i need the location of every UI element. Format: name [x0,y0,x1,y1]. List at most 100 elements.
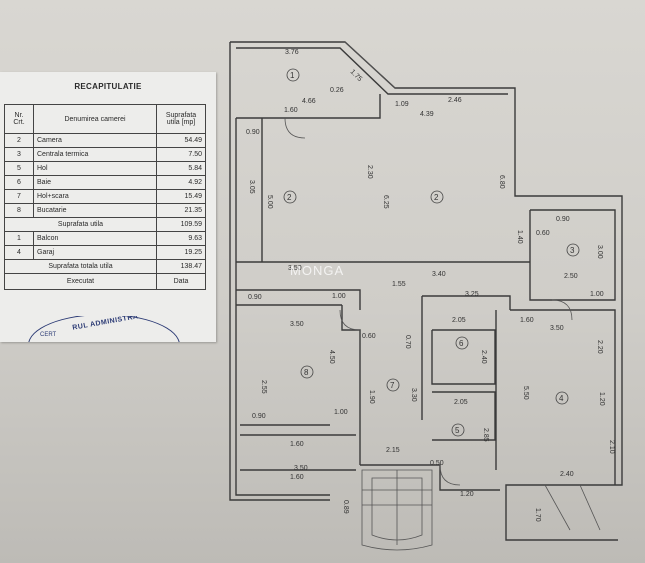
col-header-nr: Nr. Crt. [4,104,34,134]
room-number: 1 [290,71,295,80]
table-row: 8 Bucatarie 21.35 [4,203,206,218]
room-number: 2 [434,193,439,202]
table-row: 1 Balcon 9.63 [4,231,206,246]
dimension-label: 1.40 [516,230,523,244]
row-area: 19.25 [156,245,206,260]
table-row: 5 Hol 5.84 [4,161,206,176]
dimension-label: 1.60 [290,474,304,481]
total-area-row: Suprafata totala utila 138.47 [4,259,206,274]
room-number: 3 [570,246,575,255]
useful-area-label: Suprafata utila [4,217,157,232]
row-area: 5.84 [156,161,206,176]
executed-row: Executat Data [4,273,206,290]
table-row: 4 Garaj 19.25 [4,245,206,260]
dimension-label: 1.00 [590,291,604,298]
dimension-label: 2.55 [260,380,267,394]
dimension-label: 3.30 [410,388,417,402]
table-row: 2 Camera 54.49 [4,133,206,148]
row-area: 4.92 [156,175,206,190]
dimension-label: 3.00 [596,245,603,259]
dimension-label: 5.50 [522,386,529,400]
dimension-label: 3.50 [294,465,308,472]
recap-table: Nr. Crt. Denumirea camerei Suprafata uti… [4,104,206,290]
table-row: 3 Centrala termica 7.50 [4,147,206,162]
dimension-label: 3.76 [285,49,299,56]
dimension-label: 1.55 [392,281,406,288]
table-row: 6 Baie 4.92 [4,175,206,190]
row-room: Baie [33,175,157,190]
row-nr: 4 [4,245,34,260]
row-nr: 1 [4,231,34,246]
dimension-label: 3.05 [248,180,255,194]
row-room: Garaj [33,245,157,260]
useful-area-row: Suprafata utila 109.59 [4,217,206,232]
dimension-label: 1.60 [284,107,298,114]
row-area: 21.35 [156,203,206,218]
table-header-row: Nr. Crt. Denumirea camerei Suprafata uti… [4,104,206,134]
dimension-label: 3.50 [290,321,304,328]
date-label: Data [156,273,206,290]
row-nr: 7 [4,189,34,204]
dimension-label: 4.66 [302,98,316,105]
watermark: MONGA [290,263,345,278]
dimension-label: 2.05 [454,399,468,406]
dimension-label: 2.40 [480,350,487,364]
dimension-label: 2.20 [596,340,603,354]
room-number: 4 [559,394,564,403]
row-area: 7.50 [156,147,206,162]
dimension-label: 0.50 [430,460,444,467]
row-area: 15.49 [156,189,206,204]
row-room: Centrala termica [33,147,157,162]
row-area: 54.49 [156,133,206,148]
dimension-label: 1.60 [520,317,534,324]
table-row: 7 Hol+scara 15.49 [4,189,206,204]
dimension-label: 1.20 [460,491,474,498]
row-room: Hol [33,161,157,176]
dimension-label: 1.00 [334,409,348,416]
dimension-label: 0.90 [252,413,266,420]
dimension-label: 1.70 [534,508,541,522]
dimension-label: 3.50 [550,325,564,332]
row-area: 9.63 [156,231,206,246]
recap-title: RECAPITULATIE [74,82,142,91]
row-room: Bucatarie [33,203,157,218]
dimension-label: 0.90 [556,216,570,223]
dimension-label: 4.50 [328,350,335,364]
col-header-room: Denumirea camerei [33,104,157,134]
dimension-label: 6.25 [382,195,389,209]
col-header-area: Suprafata utila [mp] [156,104,206,134]
row-room: Camera [33,133,157,148]
room-number: 5 [455,426,460,435]
row-room: Hol+scara [33,189,157,204]
dimension-label: 5.00 [266,195,273,209]
dimension-label: 1.75 [349,68,364,83]
dimension-label: 1.60 [290,441,304,448]
dimension-label: 2.50 [564,273,578,280]
room-number: 6 [459,339,464,348]
room-number: 7 [390,381,395,390]
total-area-label: Suprafata totala utila [4,259,157,274]
dimension-label: 1.00 [332,293,346,300]
stamp-text-secondary: CERT [40,332,57,338]
row-nr: 3 [4,147,34,162]
room-number: 2 [287,193,292,202]
useful-area-value: 109.59 [156,217,206,232]
dimension-label: 4.39 [420,111,434,118]
dimension-label: 2.15 [386,447,400,454]
official-stamp: RUL ADMINISTRA CERT [20,316,190,342]
dimension-label: 2.05 [452,317,466,324]
dimension-label: 2.85 [482,428,489,442]
dimension-label: 6.80 [498,175,505,189]
dimension-label: 0.89 [342,500,349,514]
row-room: Balcon [33,231,157,246]
dimension-label: 3.40 [432,271,446,278]
executed-label: Executat [4,273,157,290]
total-area-value: 138.47 [156,259,206,274]
dimension-label: 3.25 [465,291,479,298]
dimension-label: 2.10 [608,440,615,454]
dimension-label: 2.40 [560,471,574,478]
dimension-label: 2.30 [366,165,373,179]
dimension-label: 2.46 [448,97,462,104]
dimension-label: 3.50 [288,265,302,272]
